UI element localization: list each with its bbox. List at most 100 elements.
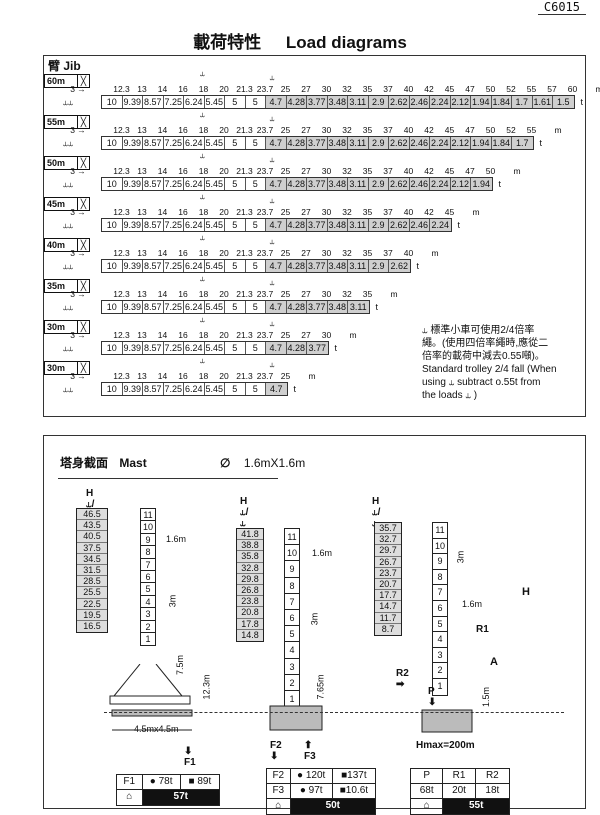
distance-label: 35 bbox=[362, 248, 373, 258]
distance-label: 12.3 bbox=[113, 125, 130, 135]
right-foundation bbox=[421, 709, 473, 733]
height-value: 25.5 bbox=[77, 587, 107, 599]
note-en-1: Standard trolley 2/4 fall (When bbox=[422, 364, 557, 375]
distance-label: 21.3 bbox=[236, 207, 253, 217]
load-cell: 2.24 bbox=[430, 137, 451, 149]
mast-section: 7 bbox=[433, 585, 447, 601]
mast-section: 1 bbox=[141, 632, 155, 646]
load-cell: 4.28 bbox=[286, 219, 307, 231]
mid-dim-base: 7.65m bbox=[315, 674, 326, 700]
load-cell: 6.24 bbox=[184, 219, 205, 231]
load-cell: 4.7 bbox=[266, 219, 287, 231]
load-cell: 2.46 bbox=[409, 178, 430, 190]
unit-t: t bbox=[334, 343, 338, 353]
distance-label: 3 → bbox=[70, 125, 86, 135]
hook-icon: ⥿ bbox=[448, 377, 455, 388]
mast-size: 1.6mX1.6m bbox=[243, 456, 306, 470]
unit-m: m bbox=[595, 84, 600, 94]
t1-foundation-icon: ⌂ bbox=[117, 790, 143, 805]
distance-label: 50 bbox=[485, 166, 496, 176]
load-cell: 7.25 bbox=[164, 342, 184, 354]
height-value: 40.5 bbox=[77, 531, 107, 543]
jib-length-badge: 55m╳ bbox=[44, 115, 90, 129]
distance-label: 37 bbox=[383, 84, 393, 94]
distance-label: 42 bbox=[424, 84, 434, 94]
load-cell: 9.39 bbox=[123, 137, 143, 149]
load-cell: 10 bbox=[102, 342, 123, 354]
t2-r1-v2: ■137t bbox=[341, 770, 367, 781]
load-cell: 4.7 bbox=[266, 260, 287, 272]
distance-label: 50 bbox=[485, 125, 496, 135]
load-cell: 2.62 bbox=[389, 260, 410, 272]
distance-label: 3 → bbox=[70, 166, 86, 176]
load-cell: 10 bbox=[102, 260, 123, 272]
load-cell: 1.94 bbox=[471, 96, 492, 108]
height-value: 31.5 bbox=[77, 564, 107, 577]
load-cell: 5 bbox=[225, 301, 246, 313]
right-dim-top: 1.6m bbox=[462, 599, 483, 609]
distance-label: 18 bbox=[198, 371, 209, 381]
load-cell: 3.48 bbox=[327, 96, 348, 108]
distance-label: 18 bbox=[198, 84, 209, 94]
load-cell: 3.48 bbox=[327, 301, 348, 313]
ground-line bbox=[104, 712, 564, 713]
distance-label: 14 bbox=[157, 125, 168, 135]
t2-r2-v2: ■10.6t bbox=[339, 785, 369, 796]
distance-label: 27 bbox=[301, 125, 311, 135]
distance-label: 14 bbox=[157, 371, 168, 381]
unit-t: t bbox=[457, 220, 461, 230]
load-cell: 1.84 bbox=[491, 96, 512, 108]
mast-section: 6 bbox=[433, 600, 447, 617]
load-hook-icon: ⥿⥿ bbox=[62, 97, 74, 107]
right-dim-a: A bbox=[490, 656, 498, 668]
mast-section: 7 bbox=[141, 558, 155, 571]
height-value: 32.7 bbox=[375, 534, 401, 546]
load-cell: 2.62 bbox=[389, 178, 410, 190]
mast-section: 11 bbox=[285, 529, 299, 546]
distance-label: 25 bbox=[280, 289, 291, 299]
load-cell: 3.11 bbox=[348, 260, 369, 272]
distance-label: 20 bbox=[219, 371, 229, 381]
height-value: 23.7 bbox=[375, 567, 401, 579]
load-cell: 9.39 bbox=[123, 219, 143, 231]
load-cell: 5 bbox=[246, 342, 266, 354]
load-cell: 8.57 bbox=[143, 260, 164, 272]
distance-label: 18 bbox=[198, 330, 209, 340]
distance-label: 18 bbox=[198, 289, 209, 299]
fall-4-hook-icon: ⥿ bbox=[269, 277, 275, 287]
fall-note: ⥿ 標準小車可使用2/4倍率 繩。(使用四倍率繩時,應從二 倍率的載荷中減去0.… bbox=[422, 324, 587, 402]
distance-label: 20 bbox=[219, 166, 229, 176]
t3-foundation-icon: ⌂ bbox=[411, 799, 444, 814]
t1-label: F1 bbox=[117, 775, 143, 789]
load-cell: 5 bbox=[225, 137, 246, 149]
distance-label: 16 bbox=[178, 289, 188, 299]
load-cell: 5 bbox=[225, 260, 246, 272]
distance-label: 27 bbox=[301, 289, 311, 299]
load-cell: 5 bbox=[246, 260, 266, 272]
unit-m: m bbox=[390, 289, 398, 299]
height-value: 35.7 bbox=[375, 523, 401, 535]
load-cell: 5 bbox=[246, 383, 266, 395]
distance-label: 27 bbox=[301, 84, 311, 94]
fall-2-hook-icon: ⥿ bbox=[199, 109, 205, 119]
load-cell: 2.62 bbox=[389, 137, 410, 149]
load-cell: 2.9 bbox=[368, 178, 389, 190]
unit-t: t bbox=[293, 384, 297, 394]
load-cell: 10 bbox=[102, 137, 123, 149]
load-cell: 5.45 bbox=[205, 219, 225, 231]
distance-label: 23.7 bbox=[256, 248, 274, 258]
load-cell: 6.24 bbox=[184, 383, 205, 395]
load-cell: 7.25 bbox=[164, 137, 184, 149]
right-dim-sec: 3m bbox=[455, 550, 466, 564]
height-value: 22.5 bbox=[77, 598, 107, 610]
mast-section: 2 bbox=[433, 663, 447, 679]
distance-label: 37 bbox=[383, 166, 393, 176]
